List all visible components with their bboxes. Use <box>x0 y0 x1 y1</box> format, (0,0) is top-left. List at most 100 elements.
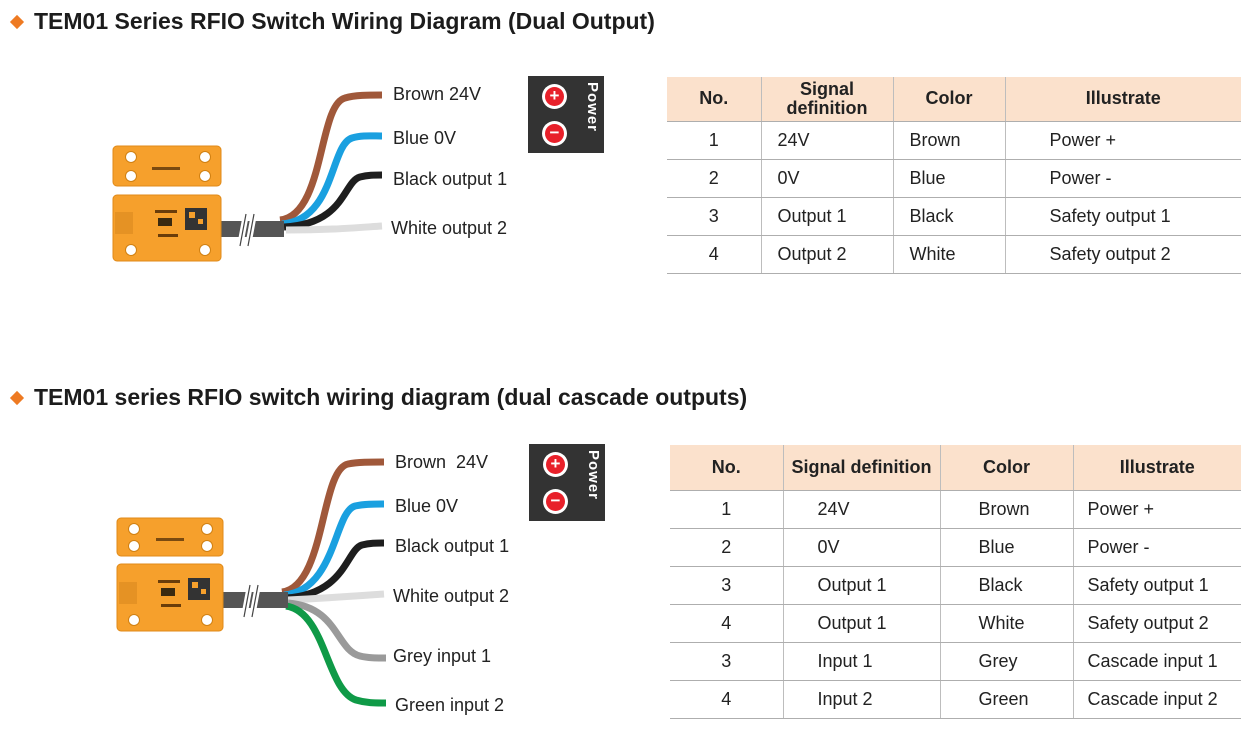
cell-color: Grey <box>940 642 1074 681</box>
table-row: 1 24V Brown Power + <box>670 490 1241 529</box>
wire-label-brown: Brown 24V <box>395 452 488 472</box>
cell-no: 3 <box>670 642 784 681</box>
header-color: Color <box>893 77 1006 122</box>
cell-illustrate: Cascade input 2 <box>1073 680 1241 719</box>
white-wire <box>287 590 385 604</box>
wiring-diagram-2: Brown 24V Blue 0V Black output 1 White o… <box>116 452 509 715</box>
wire-label-white: White output 2 <box>391 218 507 238</box>
sensor-block <box>116 563 224 632</box>
header-color: Color <box>940 445 1074 491</box>
table-row: 1 24V Brown Power + <box>667 121 1241 160</box>
cell-illustrate: Safety output 2 <box>1005 235 1241 274</box>
header-illustrate: Illustrate <box>1073 445 1241 491</box>
power-indicator: + − Power <box>529 444 605 521</box>
cell-signal: Output 1 <box>783 566 941 605</box>
actuator-block <box>116 517 224 557</box>
cell-illustrate: Safety output 1 <box>1073 566 1241 605</box>
header-illustrate: Illustrate <box>1005 77 1241 122</box>
table-row: 3 Output 1 Black Safety output 1 <box>667 197 1241 236</box>
table-row: 2 0V Blue Power - <box>670 528 1241 567</box>
cell-color: Black <box>940 566 1074 605</box>
cell-no: 1 <box>670 490 784 529</box>
cell-illustrate: Power - <box>1005 159 1241 198</box>
cell-color: Green <box>940 680 1074 719</box>
cell-color: White <box>893 235 1006 274</box>
cell-signal: 0V <box>761 159 894 198</box>
header-no: No. <box>667 77 762 122</box>
header-no: No. <box>670 445 784 491</box>
cell-illustrate: Power + <box>1073 490 1241 529</box>
cell-no: 2 <box>667 159 762 198</box>
power-label: Power <box>584 82 601 133</box>
cell-signal: Output 2 <box>761 235 894 274</box>
wire-label-white: White output 2 <box>393 586 509 606</box>
brown-wire <box>279 91 383 224</box>
wire-label-black: Black output 1 <box>393 169 507 189</box>
table-row: 3 Output 1 Black Safety output 1 <box>670 566 1241 605</box>
section-2-title-text: TEM01 series RFIO switch wiring diagram … <box>34 384 748 410</box>
cell-signal: Output 1 <box>761 197 894 236</box>
grey-wire <box>287 599 387 662</box>
minus-icon: − <box>543 489 568 514</box>
header-signal: Signal definition <box>783 445 941 491</box>
cell-signal: 0V <box>783 528 941 567</box>
section-2-title: TEM01 series RFIO switch wiring diagram … <box>8 384 747 411</box>
cell-no: 1 <box>667 121 762 160</box>
table-row: 4 Output 2 White Safety output 2 <box>667 235 1241 274</box>
diamond-bullet-icon <box>9 390 25 405</box>
white-wire <box>285 222 383 234</box>
cell-color: Brown <box>893 121 1006 160</box>
cell-no: 4 <box>667 235 762 274</box>
power-indicator: + − Power <box>528 76 604 153</box>
blue-wire <box>281 132 383 228</box>
cell-no: 3 <box>670 566 784 605</box>
section-1-title: TEM01 Series RFIO Switch Wiring Diagram … <box>8 8 655 35</box>
blue-wire <box>283 500 385 599</box>
brown-wire <box>281 458 385 596</box>
plus-icon: + <box>543 452 568 477</box>
table-header-row: No. Signal definition Color Illustrate <box>670 445 1241 491</box>
table-row: 3 Input 1 Grey Cascade input 1 <box>670 642 1241 681</box>
cell-signal: 24V <box>761 121 894 160</box>
wire-label-grey: Grey input 1 <box>393 646 491 666</box>
cell-illustrate: Safety output 2 <box>1073 604 1241 643</box>
minus-icon: − <box>542 121 567 146</box>
wiring-diagram-1: Brown 24V Blue 0V Black output 1 White o… <box>112 84 507 262</box>
wire-label-blue: Blue 0V <box>395 496 458 516</box>
section-1-title-text: TEM01 Series RFIO Switch Wiring Diagram … <box>34 8 655 34</box>
cell-illustrate: Power - <box>1073 528 1241 567</box>
green-wire <box>285 602 387 707</box>
cell-signal: Input 2 <box>783 680 941 719</box>
cell-signal: 24V <box>783 490 941 529</box>
cell-illustrate: Power + <box>1005 121 1241 160</box>
header-signal: Signal definition <box>761 77 894 122</box>
signal-table-1: No. Signal definition Color Illustrate 1… <box>667 77 1241 274</box>
table-header-row: No. Signal definition Color Illustrate <box>667 77 1241 122</box>
cell-color: White <box>940 604 1074 643</box>
table-row: 2 0V Blue Power - <box>667 159 1241 198</box>
cell-signal: Input 1 <box>783 642 941 681</box>
cell-no: 3 <box>667 197 762 236</box>
table-row: 4 Output 1 White Safety output 2 <box>670 604 1241 643</box>
cell-color: Brown <box>940 490 1074 529</box>
sensor-block <box>112 194 222 262</box>
power-label: Power <box>585 450 602 501</box>
wire-label-black: Black output 1 <box>395 536 509 556</box>
cell-illustrate: Cascade input 1 <box>1073 642 1241 681</box>
cell-no: 4 <box>670 604 784 643</box>
cell-color: Black <box>893 197 1006 236</box>
black-wire <box>283 171 383 231</box>
table-row: 4 Input 2 Green Cascade input 2 <box>670 680 1241 719</box>
diamond-bullet-icon <box>9 14 25 29</box>
cell-signal: Output 1 <box>783 604 941 643</box>
black-wire <box>285 539 385 602</box>
plus-icon: + <box>542 84 567 109</box>
cell-no: 2 <box>670 528 784 567</box>
cell-color: Blue <box>940 528 1074 567</box>
wire-label-brown: Brown 24V <box>393 84 481 104</box>
cell-no: 4 <box>670 680 784 719</box>
cell-color: Blue <box>893 159 1006 198</box>
actuator-block <box>112 145 222 187</box>
wire-label-blue: Blue 0V <box>393 128 456 148</box>
cell-illustrate: Safety output 1 <box>1005 197 1241 236</box>
